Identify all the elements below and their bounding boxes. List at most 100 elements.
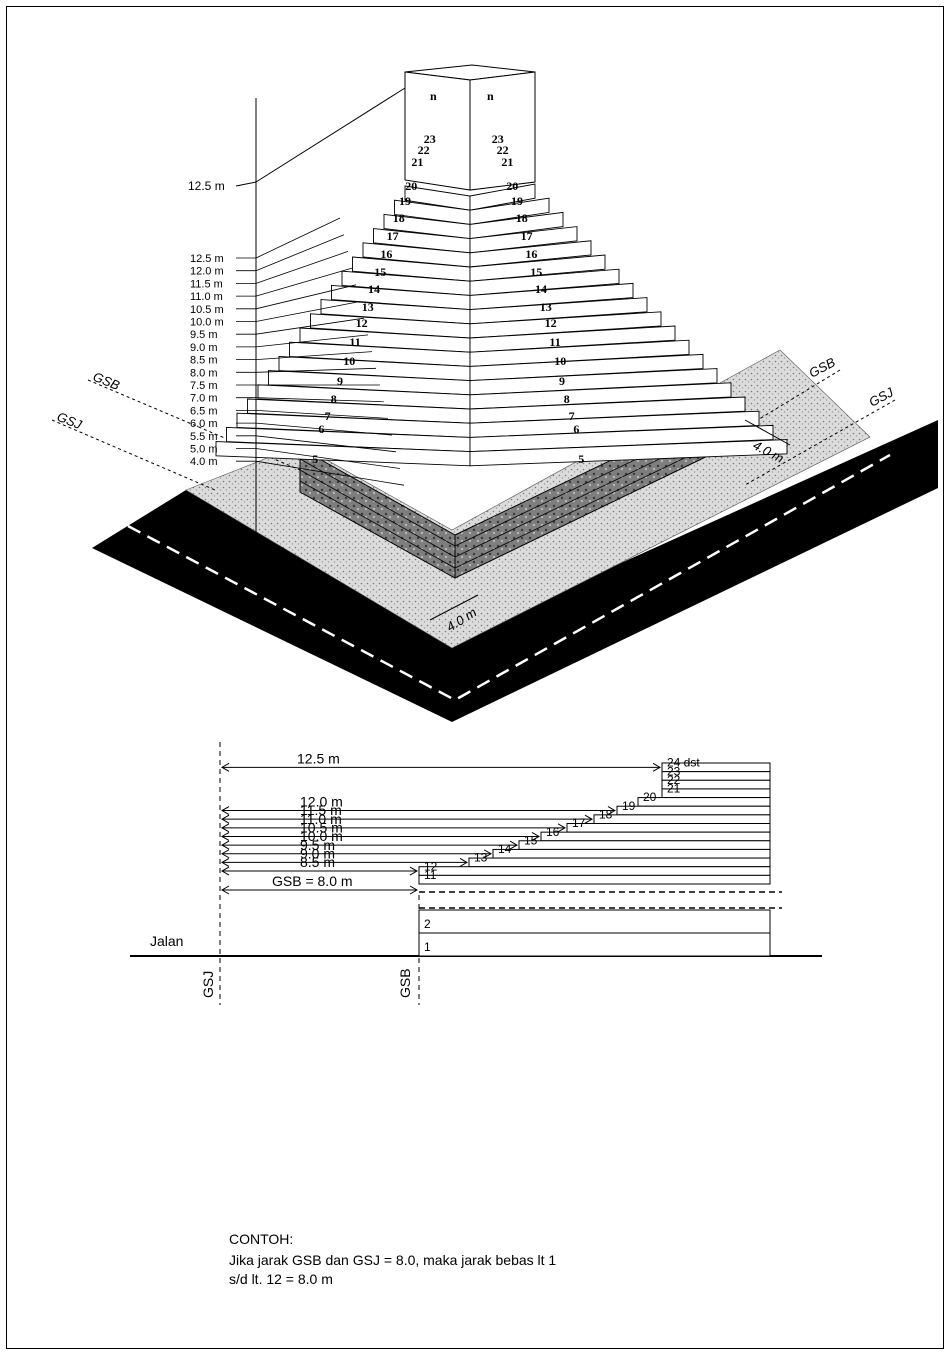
iso-floor-label-right: 5 [578, 452, 584, 466]
elevation-floor-label: 11 [424, 868, 437, 882]
iso-floor-label-left: n [430, 89, 437, 103]
step-face-right [469, 282, 634, 311]
road-surface [92, 420, 938, 722]
step-face-right [469, 325, 676, 353]
iso-floor-label-right: 13 [540, 300, 552, 314]
dim-arrow-head-right [509, 840, 519, 850]
height-label: 5.0 m [190, 444, 218, 456]
step-face-right [469, 311, 662, 339]
height-label: 7.0 m [190, 393, 218, 405]
height-leader [255, 410, 389, 419]
iso-floor-label-right: 20 [506, 179, 518, 193]
step-face-right [469, 183, 536, 211]
dim-arrow-head-left [220, 857, 230, 867]
height-label: 4.0 m [190, 456, 218, 468]
dim-arrow-head-left [220, 840, 230, 850]
iso-floor-label-left: 14 [368, 282, 380, 296]
height-label: 6.5 m [190, 405, 218, 417]
height-leader [255, 317, 365, 335]
iso-floor-label-left: 18 [393, 211, 405, 225]
iso-floor-label-left: 17 [387, 229, 399, 243]
top-offset-arrow [255, 87, 406, 183]
dim-label: 12.5 m [297, 750, 340, 766]
step-face-right [469, 297, 648, 325]
top-offset-label: 12.5 m [188, 179, 225, 193]
iso-floor-label-right: 23 [492, 132, 504, 146]
gsj-label: GSJ [200, 971, 216, 998]
height-label: 11.0 m [190, 291, 223, 303]
elevation-floor-box [593, 814, 771, 824]
elevation-floor-box [540, 831, 771, 842]
height-leader [255, 217, 341, 259]
iso-floor-label-left: 21 [411, 155, 423, 169]
dim-front-line [429, 594, 479, 621]
height-leader [255, 367, 377, 373]
height-label: 10.5 m [190, 304, 224, 316]
elevation-dimensions: 12.5 m12.0 m11.5 m11.0 m10.5 m10.0 m9.5 … [220, 750, 662, 895]
iso-floor-label-right: 16 [525, 247, 537, 261]
dim-arrow-head-right [652, 762, 662, 772]
height-leader [255, 234, 345, 272]
dim-label: 9.5 m [300, 837, 335, 853]
elevation-floor-box [566, 823, 771, 833]
gsb-label: GSB [397, 968, 413, 998]
height-label: 8.0 m [190, 367, 218, 379]
step-face-right [469, 424, 774, 453]
height-leader [255, 267, 353, 297]
dim-arrow-head-left [220, 832, 230, 841]
iso-floor-label-left: 11 [349, 335, 360, 349]
step-face-right [469, 439, 788, 467]
step-face-right [469, 254, 606, 282]
elevation-floor-label: 19 [622, 799, 636, 813]
elevation-floor-box [418, 932, 771, 957]
pyramid-steps [215, 183, 788, 467]
iso-floor-label-right: 21 [501, 155, 513, 169]
elevation-floor-box [518, 840, 771, 850]
step-face-right [469, 226, 578, 254]
dim-arrow-head-right [483, 849, 493, 859]
elevation-floor-label: 18 [599, 808, 613, 822]
dim-label: GSB = 8.0 m [272, 873, 353, 889]
iso-floor-label-left: 13 [362, 300, 374, 314]
iso-floor-label-left: 22 [418, 143, 430, 157]
height-label: 11.5 m [190, 278, 223, 290]
dim-arrow-head-right [607, 806, 617, 815]
iso-floor-label-right: 6 [573, 422, 579, 436]
height-label: 5.5 m [190, 431, 218, 443]
example-heading: CONTOH: [229, 1231, 294, 1247]
iso-floor-label-right: 18 [516, 211, 528, 225]
step-face-right [469, 240, 592, 268]
iso-floor-label-left: 10 [343, 354, 355, 368]
dim-arrow-head-left [220, 849, 230, 859]
elevation-floor-box [418, 909, 771, 934]
iso-floor-label-right: 9 [559, 374, 565, 388]
iso-floor-label-right: 17 [521, 229, 533, 243]
height-leader [255, 435, 397, 453]
iso-floor-label-left: 15 [374, 265, 386, 279]
dim-arrow-head-left [220, 885, 230, 895]
iso-floor-label-right: n [487, 89, 494, 103]
iso-floor-label-right: 11 [549, 335, 560, 349]
height-leader [255, 422, 393, 436]
example-line-1: Jika jarak GSB dan GSJ = 8.0, maka jarak… [229, 1252, 557, 1268]
dim-label: 11.0 m [300, 811, 342, 827]
height-label: 7.5 m [190, 380, 218, 392]
height-leader [255, 284, 357, 310]
step-face-right [469, 197, 550, 225]
top-offset-leader [235, 181, 257, 187]
elevation-floor-label: 20 [643, 790, 657, 804]
dim-arrow-head-left [220, 814, 230, 824]
height-label: 12.0 m [190, 266, 224, 278]
iso-floor-label-right: 15 [530, 265, 542, 279]
iso-floor-label-right: 22 [497, 143, 509, 157]
elevation-floor-label: 2 [424, 917, 431, 931]
elevation-floor-label: 21 [667, 782, 681, 796]
elevation-floor-label: 23 [667, 764, 681, 778]
height-leader [255, 301, 361, 322]
elevation-floor-label: 17 [572, 816, 586, 830]
iso-floor-label-left: 12 [356, 316, 368, 330]
elevation-floor-label: 24 dst [667, 756, 700, 770]
iso-floor-label-left: 23 [424, 132, 436, 146]
